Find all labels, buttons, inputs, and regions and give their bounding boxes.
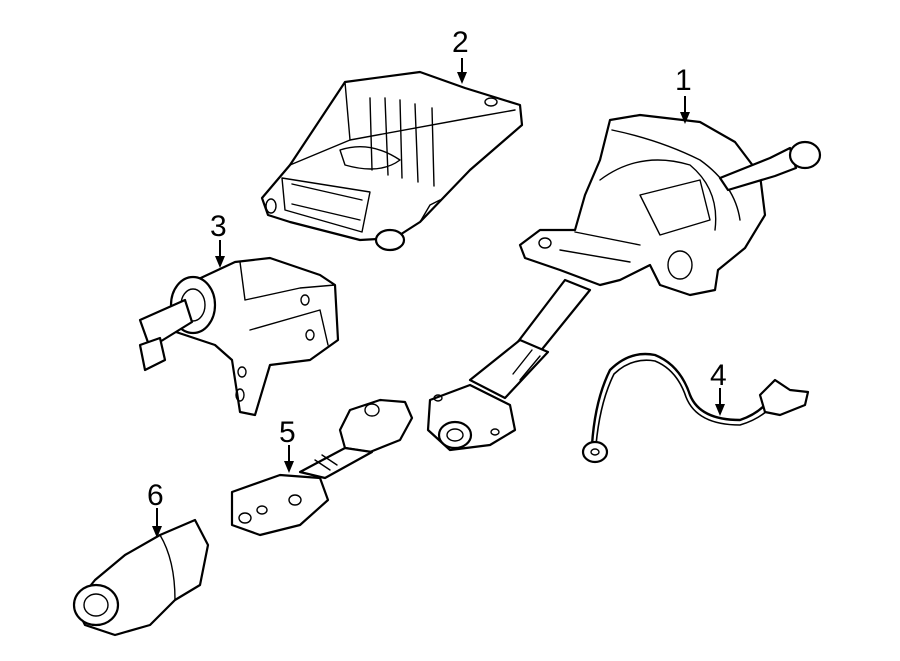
callout-1: 1 (675, 64, 692, 97)
part-4-cable[interactable] (581, 352, 810, 464)
part-3-bracket[interactable] (138, 256, 340, 417)
callout-arrows (152, 58, 725, 538)
callout-5: 5 (279, 416, 296, 449)
part-5-intermediate-shaft[interactable] (230, 398, 414, 537)
part-2-upper-shroud[interactable] (260, 70, 524, 252)
part-1-steering-column[interactable] (426, 113, 822, 452)
callout-4: 4 (710, 359, 727, 392)
callout-3: 3 (210, 210, 227, 243)
part-6-boot[interactable] (72, 518, 210, 637)
callout-2: 2 (452, 26, 469, 59)
callout-6: 6 (147, 479, 164, 512)
